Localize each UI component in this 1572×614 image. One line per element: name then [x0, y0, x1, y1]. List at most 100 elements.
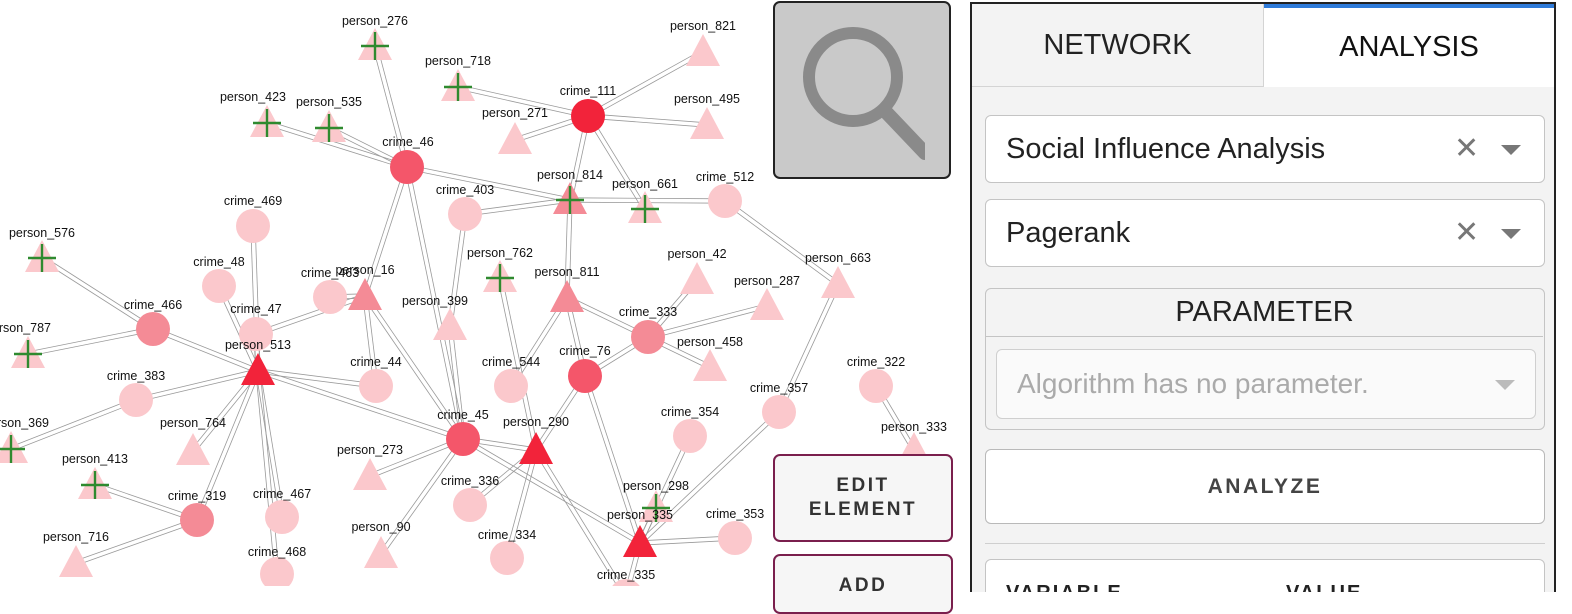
crime-node-shape[interactable] — [490, 541, 524, 575]
tab-network[interactable]: NETWORK — [972, 4, 1264, 87]
graph-node-crime-111[interactable]: crime_111 — [560, 84, 617, 133]
graph-node-crime-383[interactable]: crime_383 — [107, 369, 165, 417]
graph-node-crime-468[interactable]: crime_468 — [248, 545, 306, 586]
graph-node-person-821[interactable]: person_821 — [670, 19, 736, 66]
graph-node-crime-466[interactable]: crime_466 — [124, 298, 182, 346]
graph-node-person-716[interactable]: person_716 — [43, 530, 109, 577]
graph-node-crime-463[interactable]: crime_463 — [301, 266, 359, 314]
crime-node-shape[interactable] — [446, 422, 480, 456]
graph-node-crime-46[interactable]: crime_46 — [382, 135, 434, 184]
graph-node-person-423[interactable]: person_423 — [220, 90, 286, 137]
add-button[interactable]: ADD — [773, 554, 953, 614]
crime-node-shape[interactable] — [265, 500, 299, 534]
crime-node-shape[interactable] — [718, 521, 752, 555]
person-node-shape[interactable] — [680, 262, 714, 294]
crime-node-shape[interactable] — [673, 419, 707, 453]
graph-node-person-663[interactable]: person_663 — [805, 251, 871, 298]
graph-node-person-576[interactable]: person_576 — [9, 226, 75, 272]
crime-node-shape[interactable] — [260, 557, 294, 586]
chevron-down-icon[interactable] — [1501, 229, 1521, 239]
person-node-shape[interactable] — [353, 458, 387, 490]
crime-node-shape[interactable] — [494, 369, 528, 403]
edit-element-button[interactable]: EDIT ELEMENT — [773, 454, 953, 542]
crime-node-shape[interactable] — [236, 209, 270, 243]
person-node-shape[interactable] — [821, 266, 855, 298]
graph-node-crime-354[interactable]: crime_354 — [661, 405, 719, 453]
graph-node-person-513[interactable]: person_513 — [225, 338, 291, 385]
clear-icon[interactable]: ✕ — [1454, 216, 1480, 249]
analysis-type-select[interactable]: Social Influence Analysis ✕ — [985, 115, 1545, 183]
graph-node-crime-336[interactable]: crime_336 — [441, 474, 499, 522]
graph-node-crime-334[interactable]: crime_334 — [478, 528, 536, 575]
crime-node-shape[interactable] — [390, 150, 424, 184]
person-node-shape[interactable] — [686, 34, 720, 66]
search-button[interactable] — [773, 1, 951, 179]
graph-node-crime-335[interactable]: crime_335 — [597, 568, 655, 586]
tab-analysis[interactable]: ANALYSIS — [1264, 4, 1554, 87]
graph-node-crime-544[interactable]: crime_544 — [482, 355, 540, 403]
graph-node-person-276[interactable]: person_276 — [342, 14, 408, 60]
crime-node-shape[interactable] — [119, 383, 153, 417]
graph-node-crime-357[interactable]: crime_357 — [750, 381, 808, 429]
graph-node-person-764[interactable]: person_764 — [160, 416, 226, 465]
graph-node-person-661[interactable]: person_661 — [612, 177, 678, 223]
graph-node-crime-469[interactable]: crime_469 — [224, 194, 282, 243]
graph-node-crime-353[interactable]: crime_353 — [706, 507, 764, 555]
crime-node-shape[interactable] — [571, 99, 605, 133]
crime-node-shape[interactable] — [568, 359, 602, 393]
graph-node-crime-76[interactable]: crime_76 — [559, 344, 611, 393]
person-node-shape[interactable] — [0, 431, 28, 463]
graph-node-person-298[interactable]: person_298 — [623, 479, 689, 522]
graph-node-crime-322[interactable]: crime_322 — [847, 355, 905, 403]
graph-node-person-811[interactable]: person_811 — [534, 265, 600, 312]
clear-icon[interactable]: ✕ — [1454, 132, 1480, 165]
crime-node-shape[interactable] — [202, 269, 236, 303]
person-node-shape[interactable] — [623, 525, 657, 557]
graph-node-crime-333[interactable]: crime_333 — [619, 305, 677, 354]
person-node-shape[interactable] — [59, 545, 93, 577]
graph-node-person-413[interactable]: person_413 — [62, 452, 128, 499]
crime-node-shape[interactable] — [609, 579, 643, 586]
person-node-shape[interactable] — [690, 107, 724, 139]
crime-node-shape[interactable] — [762, 395, 796, 429]
person-node-shape[interactable] — [519, 432, 553, 464]
graph-node-person-495[interactable]: person_495 — [674, 92, 740, 139]
graph-node-person-90[interactable]: person_90 — [351, 520, 411, 568]
crime-node-shape[interactable] — [453, 488, 487, 522]
algorithm-select[interactable]: Pagerank ✕ — [985, 199, 1545, 267]
person-node-shape[interactable] — [750, 288, 784, 320]
person-node-shape[interactable] — [348, 278, 382, 310]
graph-node-crime-467[interactable]: crime_467 — [253, 487, 311, 534]
crime-node-shape[interactable] — [180, 503, 214, 537]
graph-node-crime-403[interactable]: crime_403 — [436, 183, 494, 231]
graph-node-person-762[interactable]: person_762 — [467, 246, 533, 292]
graph-node-crime-47[interactable]: crime_47 — [230, 302, 282, 351]
graph-node-person-290[interactable]: person_290 — [503, 415, 569, 464]
analyze-button[interactable]: ANALYZE — [985, 449, 1545, 524]
graph-node-crime-45[interactable]: crime_45 — [437, 408, 489, 456]
graph-node-person-369[interactable]: person_369 — [0, 416, 49, 463]
person-node-shape[interactable] — [550, 280, 584, 312]
graph-node-person-273[interactable]: person_273 — [337, 443, 403, 490]
person-node-shape[interactable] — [498, 122, 532, 154]
graph-node-crime-44[interactable]: crime_44 — [350, 355, 402, 403]
graph-node-crime-319[interactable]: crime_319 — [168, 489, 226, 537]
crime-node-shape[interactable] — [859, 369, 893, 403]
crime-node-shape[interactable] — [136, 312, 170, 346]
person-node-shape[interactable] — [433, 308, 467, 340]
graph-node-crime-48[interactable]: crime_48 — [193, 255, 245, 303]
chevron-down-icon[interactable] — [1501, 145, 1521, 155]
graph-node-person-535[interactable]: person_535 — [296, 95, 362, 142]
graph-node-person-399[interactable]: person_399 — [402, 294, 468, 340]
person-node-shape[interactable] — [176, 433, 210, 465]
graph-node-person-787[interactable]: person_787 — [0, 321, 51, 368]
person-node-shape[interactable] — [364, 536, 398, 568]
crime-node-shape[interactable] — [239, 317, 273, 351]
graph-node-crime-512[interactable]: crime_512 — [696, 170, 754, 218]
person-node-shape[interactable] — [241, 353, 275, 385]
crime-node-shape[interactable] — [631, 320, 665, 354]
crime-node-shape[interactable] — [313, 280, 347, 314]
graph-node-person-42[interactable]: person_42 — [667, 247, 727, 294]
